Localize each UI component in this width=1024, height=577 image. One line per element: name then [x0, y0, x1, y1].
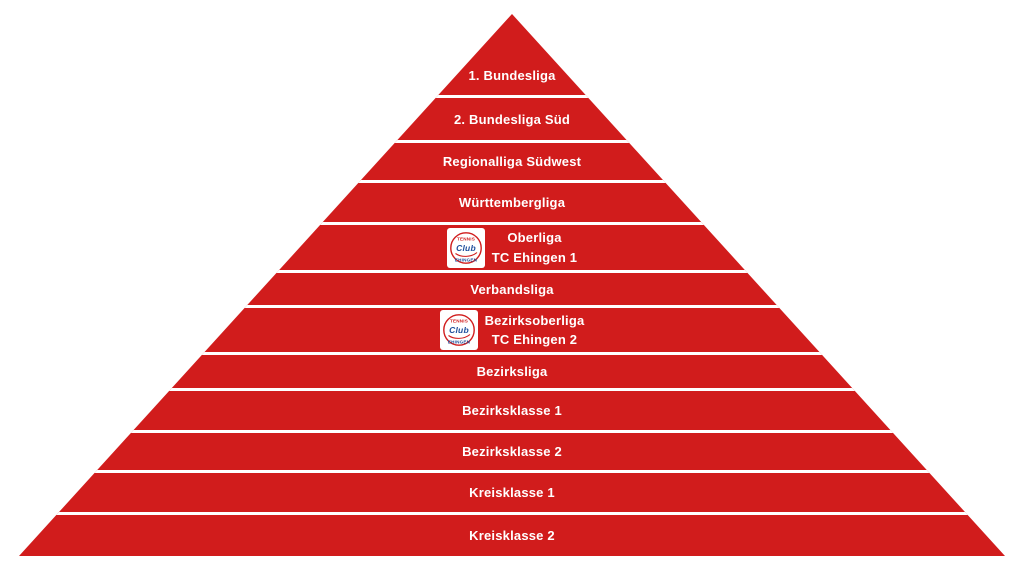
- level-label: 2. Bundesliga Süd: [453, 111, 571, 127]
- level-label: Bezirksklasse 2: [462, 444, 562, 459]
- level-bezirksklasse-1: Bezirksklasse 1: [19, 388, 1005, 430]
- level-kreisklasse-2: Kreisklasse 2: [19, 512, 1005, 556]
- level-label: Bezirksoberliga: [484, 312, 585, 328]
- level-label: Bezirksklasse 1: [462, 403, 562, 418]
- level-label: Verbandsliga: [470, 281, 554, 297]
- league-pyramid: 1. Bundesliga 2. Bundesliga Süd Regional…: [19, 14, 1005, 556]
- level-regionalliga-suedwest: Regionalliga Südwest: [19, 140, 1005, 180]
- level-bezirksklasse-2: Bezirksklasse 2: [19, 430, 1005, 470]
- level-1-bundesliga: 1. Bundesliga: [19, 14, 1005, 95]
- logo-text-tennis: TENNIS: [450, 319, 468, 324]
- level-bezirksliga: Bezirksliga: [19, 352, 1005, 388]
- team-label: TC Ehingen 1: [491, 249, 578, 265]
- logo-text-tennis: TENNIS: [457, 236, 475, 241]
- level-label: Kreisklasse 1: [469, 485, 555, 500]
- logo-swoosh: [454, 251, 478, 257]
- level-verbandsliga: Verbandsliga: [19, 270, 1005, 305]
- team-label: TC Ehingen 2: [491, 332, 578, 347]
- level-label: Kreisklasse 2: [469, 528, 555, 543]
- tc-ehingen-logo-icon: TENNIS Club EHINGEN: [442, 314, 475, 346]
- tc-ehingen-logo: TENNIS Club EHINGEN: [446, 227, 485, 268]
- level-oberliga: TENNIS Club EHINGEN Oberliga TC Ehingen …: [19, 222, 1005, 270]
- level-label: 1. Bundesliga: [468, 68, 556, 83]
- logo-text-club: Club: [456, 243, 476, 253]
- level-kreisklasse-1: Kreisklasse 1: [19, 470, 1005, 512]
- level-label: Bezirksliga: [476, 364, 548, 379]
- tc-ehingen-logo-icon: TENNIS Club EHINGEN: [449, 231, 482, 264]
- logo-text-ehingen: EHINGEN: [447, 340, 470, 345]
- logo-swoosh: [447, 334, 470, 339]
- logo-text-ehingen: EHINGEN: [455, 257, 478, 262]
- logo-text-club: Club: [449, 325, 469, 335]
- level-label: Württembergliga: [458, 195, 566, 210]
- level-text-group: Oberliga TC Ehingen 1: [492, 228, 577, 267]
- level-bezirksoberliga: TENNIS Club EHINGEN Bezirksoberliga TC E…: [19, 305, 1005, 352]
- level-text-group: Bezirksoberliga TC Ehingen 2: [485, 311, 585, 350]
- level-wuerttembergliga: Württembergliga: [19, 180, 1005, 222]
- level-2-bundesliga-sued: 2. Bundesliga Süd: [19, 95, 1005, 140]
- tc-ehingen-logo: TENNIS Club EHINGEN: [439, 310, 478, 350]
- level-label: Oberliga: [507, 230, 562, 245]
- level-label: Regionalliga Südwest: [442, 154, 582, 169]
